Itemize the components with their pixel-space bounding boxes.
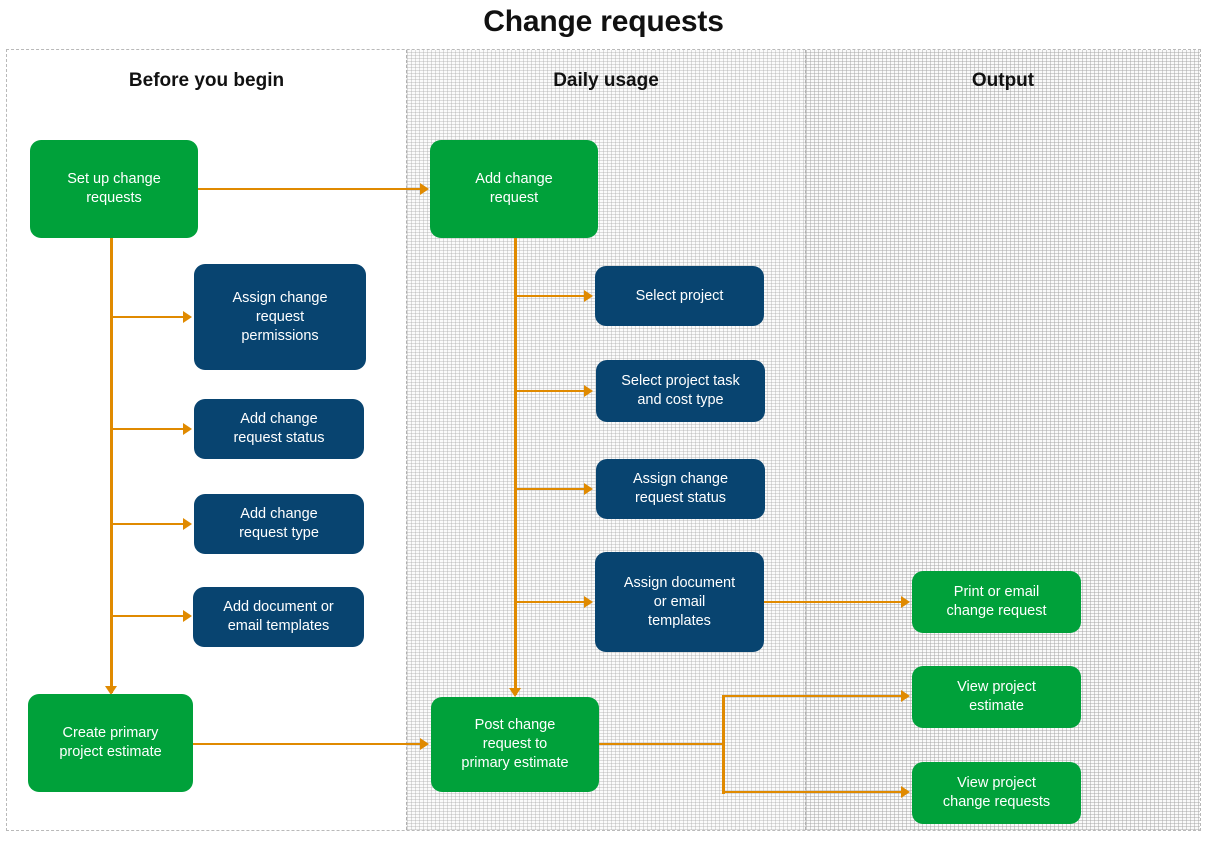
edge-post-cr-to-view-change-requests: [722, 791, 903, 793]
edge-setup-to-doc-templates: [110, 615, 185, 617]
arrowhead-select-project: [584, 290, 593, 302]
node-add-change-request-type[interactable]: Add change request type: [194, 494, 364, 554]
arrowhead-post-cr-from-spine: [509, 688, 521, 697]
lane-header-daily-usage: Daily usage: [553, 70, 659, 91]
edge-add-cr-spine: [514, 238, 517, 695]
edge-setup-spine: [110, 238, 113, 693]
node-add-change-request-status[interactable]: Add change request status: [194, 399, 364, 459]
node-add-document-or-email-templates[interactable]: Add document or email templates: [193, 587, 364, 647]
arrowhead-permissions: [183, 311, 192, 323]
node-assign-change-request-permissions[interactable]: Assign change request permissions: [194, 264, 366, 370]
node-add-change-request[interactable]: Add change request: [430, 140, 598, 238]
node-print-or-email-change-request[interactable]: Print or email change request: [912, 571, 1081, 633]
edge-setup-to-cr-status: [110, 428, 185, 430]
edge-post-cr-to-view-estimate: [722, 695, 903, 697]
edge-post-cr-branch-riser: [722, 696, 725, 794]
node-view-project-estimate[interactable]: View project estimate: [912, 666, 1081, 728]
arrowhead-post-change-request: [420, 738, 429, 750]
arrowhead-cr-status: [183, 423, 192, 435]
edge-add-cr-to-task-cost-type: [514, 390, 586, 392]
edge-add-cr-to-assign-status: [514, 488, 586, 490]
node-set-up-change-requests[interactable]: Set up change requests: [30, 140, 198, 238]
arrowhead-cr-type: [183, 518, 192, 530]
lane-output: Output: [806, 50, 1200, 830]
arrowhead-view-project-change-requests: [901, 786, 910, 798]
edge-primary-estimate-to-post: [193, 743, 422, 745]
node-select-project[interactable]: Select project: [595, 266, 764, 326]
edge-assign-templates-to-print: [763, 601, 903, 603]
node-view-project-change-requests[interactable]: View project change requests: [912, 762, 1081, 824]
node-assign-change-request-status[interactable]: Assign change request status: [596, 459, 765, 519]
arrowhead-view-project-estimate: [901, 690, 910, 702]
edge-setup-to-permissions: [110, 316, 185, 318]
arrowhead-create-primary-estimate: [105, 686, 117, 695]
arrowhead-assign-status: [584, 483, 593, 495]
edge-setup-to-cr-type: [110, 523, 185, 525]
arrowhead-task-cost-type: [584, 385, 593, 397]
edge-add-cr-to-assign-templates: [514, 601, 586, 603]
arrowhead-doc-templates: [183, 610, 192, 622]
edge-setup-to-add-change-request: [198, 188, 422, 190]
edge-post-cr-trunk: [598, 743, 724, 745]
page-title: Change requests: [483, 5, 724, 38]
lane-header-output: Output: [971, 70, 1035, 91]
lane-header-before-you-begin: Before you begin: [128, 70, 285, 91]
node-select-project-task-and-cost-type[interactable]: Select project task and cost type: [596, 360, 765, 422]
arrowhead-assign-templates: [584, 596, 593, 608]
arrowhead-add-change-request: [420, 183, 429, 195]
node-assign-document-or-email-templates[interactable]: Assign document or email templates: [595, 552, 764, 652]
arrowhead-print-change-request: [901, 596, 910, 608]
edge-add-cr-to-select-project: [514, 295, 586, 297]
node-create-primary-project-estimate[interactable]: Create primary project estimate: [28, 694, 193, 792]
node-post-change-request-to-primary-estimate[interactable]: Post change request to primary estimate: [431, 697, 599, 792]
